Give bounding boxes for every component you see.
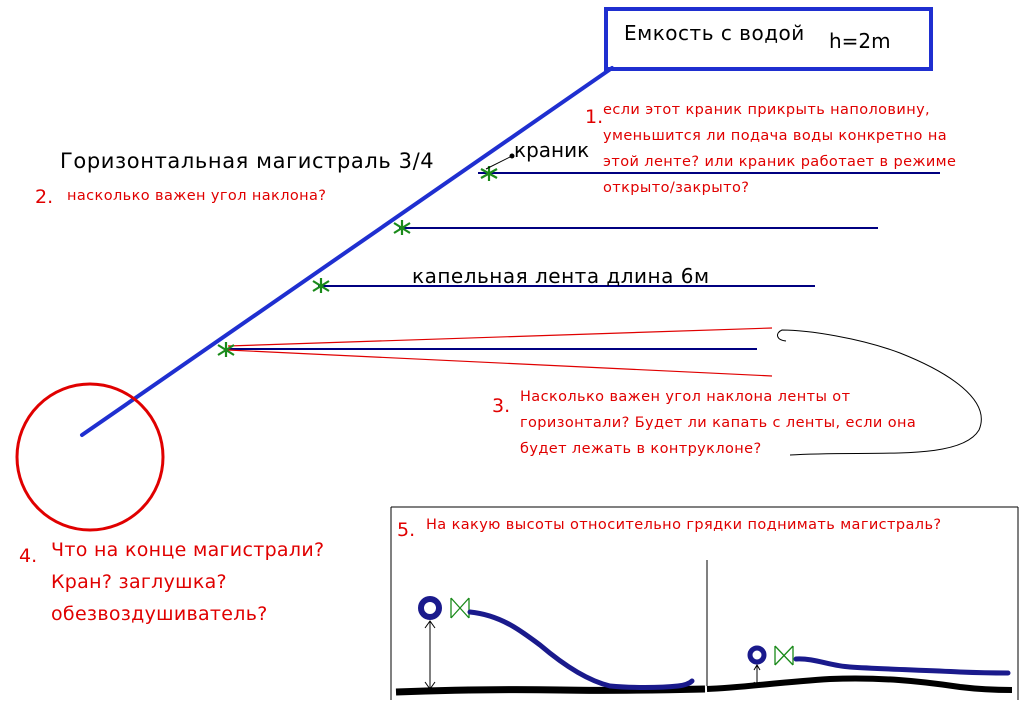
- question-1-line-3: этой ленте? или краник работает в режиме: [603, 154, 957, 170]
- water-tank-box: [604, 7, 933, 71]
- main-pipe: [80, 66, 614, 437]
- tape-slope-up: [227, 327, 773, 347]
- question-3-line-2: горизонтали? Будет ли капать с ленты, ес…: [520, 415, 917, 431]
- question-3-pointer: [777, 329, 982, 456]
- tank-label: Емкость с водой: [624, 21, 805, 45]
- question-1-line-1: если этот краник прикрыть наполовину,: [603, 102, 931, 118]
- question-5-line-1: На какую высоты относительно грядки подн…: [426, 517, 942, 533]
- question-3-line-1: Насколько важен угол наклона ленты от: [520, 389, 851, 405]
- ground-left: [395, 685, 706, 696]
- ground-right: [706, 675, 1013, 693]
- height-arrow-right-heads: [753, 664, 761, 688]
- height-arrow-left-heads: [424, 620, 436, 690]
- tank-height-label: h=2m: [829, 29, 891, 53]
- valve-mark-2: [393, 220, 411, 235]
- question-4-line-2: Кран? заглушка?: [51, 571, 227, 593]
- tape-slope-down: [227, 349, 773, 377]
- valve-label: краник: [514, 138, 590, 162]
- question-3-line-3: будет лежать в контруклоне?: [520, 441, 762, 457]
- valve-mark-4: [217, 342, 235, 357]
- inset-main-pipe-low: [747, 645, 767, 665]
- inset-valve-right: [774, 645, 794, 666]
- inset-tape-right: [793, 656, 1011, 676]
- valve-label-pointer: [485, 155, 513, 170]
- question-1-number: 1.: [585, 106, 604, 128]
- inset-main-pipe-high: [418, 596, 442, 620]
- valve-mark-3: [312, 278, 330, 293]
- drip-tape-label: капельная лента длина 6м: [412, 264, 710, 288]
- question-1-line-2: уменьшится ли подача воды конкретно на: [603, 128, 947, 144]
- question-2-line-1: насколько важен угол наклона?: [67, 188, 327, 204]
- main-end-circle: [15, 382, 165, 532]
- question-1-line-4: открыто/закрыто?: [603, 180, 750, 196]
- question-3-number: 3.: [492, 395, 511, 417]
- valve-mark-1: [480, 166, 498, 181]
- question-4-number: 4.: [19, 545, 38, 567]
- question-5-number: 5.: [397, 519, 416, 541]
- valve-label-dot: [509, 153, 515, 159]
- question-4-line-3: обезвоздушиватель?: [51, 603, 268, 625]
- inset-tape-left: [467, 609, 695, 690]
- inset-valve-left: [450, 597, 470, 619]
- main-line-label: Горизонтальная магистраль 3/4: [60, 149, 435, 173]
- question-4-line-1: Что на конце магистрали?: [51, 539, 325, 561]
- question-2-number: 2.: [35, 186, 54, 208]
